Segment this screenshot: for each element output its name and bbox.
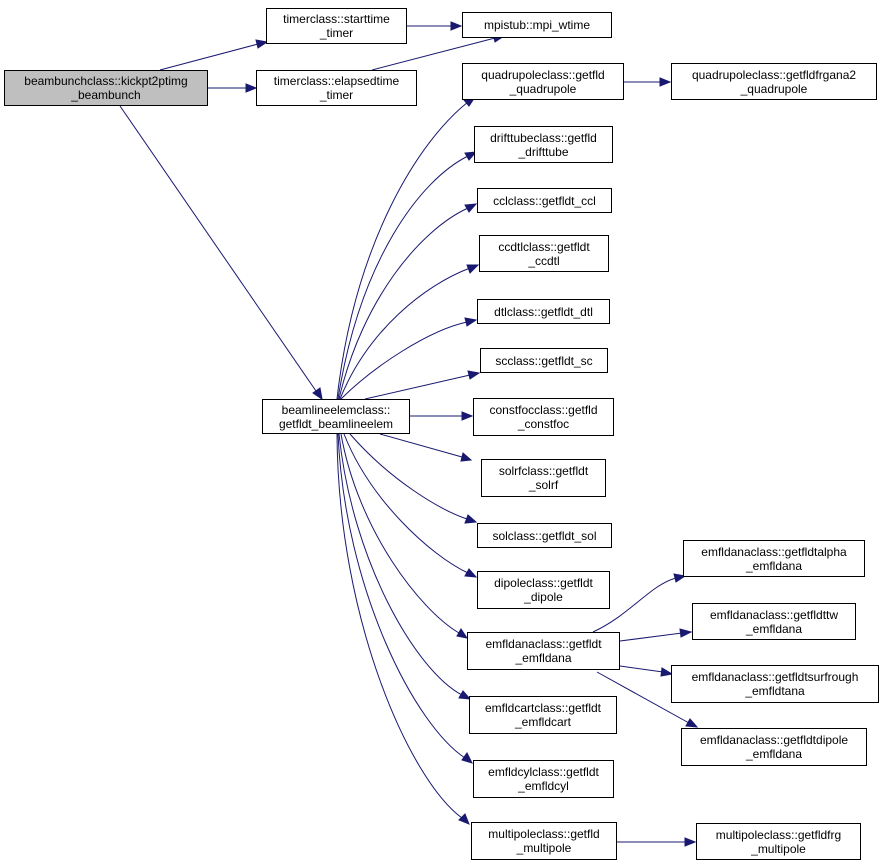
arrowhead [660,667,674,677]
node-ccdtl-getfldt[interactable]: ccdtlclass::getfldt_ccdtl [479,235,609,272]
edge-emfldana-surfrough [619,665,664,673]
edge-ble-sc [364,374,471,400]
arrowhead [456,628,469,639]
edge-ble-sol [349,433,468,520]
edge-ble-multipole [336,433,463,819]
arrowhead [312,387,323,401]
edge-ble-drifttube [337,155,469,400]
node-mpistub-mpi-wtime[interactable]: mpistub::mpi_wtime [462,12,612,38]
node-drifttube-getfld[interactable]: drifttubeclass::getfld_drifttube [474,126,613,163]
node-multipole-getfldfrg[interactable]: multipoleclass::getfldfrg_multipole [696,823,861,860]
arrowhead [464,568,478,578]
arrowhead [458,690,472,700]
arrowhead [685,718,699,728]
arrowhead [467,370,481,380]
node-emfldana-getfldtdipole[interactable]: emfldanaclass::getfldtdipole_emfldana [681,728,867,766]
node-multipole-getfld[interactable]: multipoleclass::getfld_multipole [471,822,617,860]
edge-ble-solrf [379,433,463,458]
arrowhead [461,411,474,421]
arrowhead [464,514,478,524]
edge-ble-dtl [340,321,468,400]
node-solrf-getfldt[interactable]: solrfclass::getfldt_solrf [481,459,606,497]
arrowhead [450,21,463,31]
arrowhead [673,573,687,583]
node-emfldana-getfldtalpha[interactable]: emfldanaclass::getfldtalpha_emfldana [683,540,865,577]
arrowhead [466,264,480,274]
node-quadrupole-getfld[interactable]: quadrupoleclass::getfld_quadrupole [462,63,624,100]
arrowhead [245,83,258,93]
edge-ble-ccdtl [339,267,471,400]
node-emfldcart-getfldt[interactable]: emfldcartclass::getfldt_emfldcart [469,696,617,734]
node-timer-starttime[interactable]: timerclass::starttime_timer [266,8,407,44]
node-emfldana-getfldt[interactable]: emfldanaclass::getfldt_emfldana [467,632,620,670]
edge-ble-emfldcyl [337,433,466,759]
node-dipole-getfldt[interactable]: dipoleclass::getfldt_dipole [477,571,610,609]
edge-ble-ccl [338,207,469,400]
arrowhead [679,628,693,638]
arrowhead [659,77,672,87]
edge-emfldana-ttw [619,632,683,642]
arrowhead [464,317,478,327]
edge-root-beamlineelem [119,105,317,392]
node-beamlineelem-getfldt[interactable]: beamlineelemclass::getfldt_beamlineelem [262,399,410,434]
node-sol-getfldt[interactable]: solclass::getfldt_sol [477,523,612,548]
node-emfldana-getfldttw[interactable]: emfldanaclass::getfldttw_emfldana [692,603,856,640]
edge-ble-emfldana [340,433,460,634]
arrowhead [464,203,478,213]
node-emfldcyl-getfldt[interactable]: emfldcylclass::getfldt_emfldcyl [473,760,614,798]
node-quadrupole-getfldfrgana2[interactable]: quadrupoleclass::getfldfrgana2_quadrupol… [671,63,877,100]
node-dtl-getfldt[interactable]: dtlclass::getfldt_dtl [477,299,610,324]
node-emfldana-getfldtsurfrough[interactable]: emfldanaclass::getfldtsurfrough_emfldtan… [671,665,879,703]
edge-emfldana-alpha [592,577,677,633]
node-constfoc-getfld[interactable]: constfocclass::getfld_constfoc [473,398,614,436]
edge-emfldana-dipole [596,671,690,724]
arrowhead [461,752,473,764]
edge-elapsedtime-mpi_wtime [371,37,496,71]
node-beambunch-kickpt2ptimg: beambunchclass::kickpt2ptimg_beambunch [4,70,208,106]
arrowhead [460,452,473,462]
arrowhead [464,151,478,161]
node-timer-elapsedtime[interactable]: timerclass::elapsedtime_timer [256,70,417,106]
edge-root-starttime [159,43,259,71]
edge-ble-emfldcart [338,433,463,696]
node-ccl-getfldt[interactable]: cclclass::getfldt_ccl [477,188,612,213]
arrowhead [458,813,470,825]
arrowhead [255,39,269,49]
arrowhead [684,837,697,847]
edge-ble-quadrupole [336,101,469,400]
edge-ble-dipole [343,433,469,574]
node-sc-getfldt[interactable]: scclass::getfldt_sc [480,348,608,373]
